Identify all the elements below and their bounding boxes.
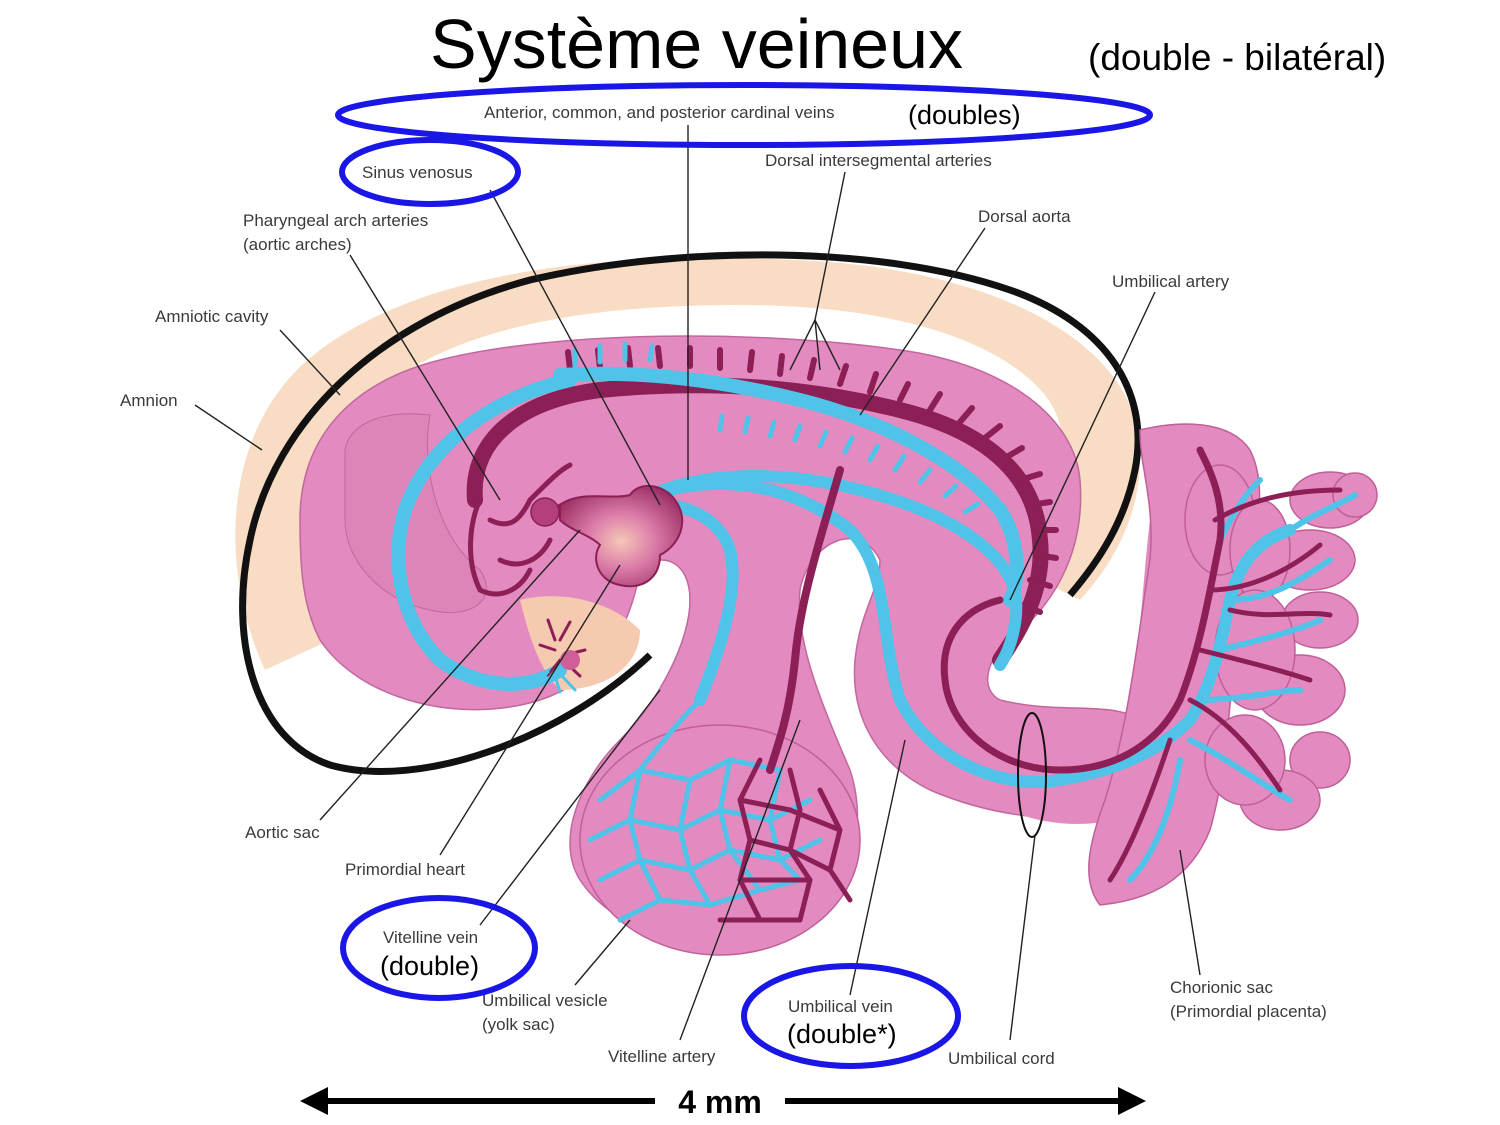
label-dorsal-aorta: Dorsal aorta [978, 207, 1071, 226]
label-pharyngeal-arch-arteries: Pharyngeal arch arteries [243, 211, 428, 230]
label-umbilical-cord: Umbilical cord [948, 1049, 1055, 1068]
yolk-sac-vein-network [587, 697, 823, 923]
cardinal-veins [391, 341, 1024, 691]
umbilical-vesicle [579, 724, 861, 956]
umbilical-vein-vessel [644, 478, 1296, 788]
label-sinus-venosus: Sinus venosus [362, 163, 473, 182]
label-aortic-sac: Aortic sac [245, 823, 320, 842]
head-fold [344, 413, 487, 614]
label-chorionic-sac: Chorionic sac [1170, 978, 1273, 997]
pericardial-fold [520, 596, 640, 690]
label-amniotic-cavity: Amniotic cavity [155, 307, 269, 326]
placental-veins [1127, 477, 1358, 883]
note-doubles: (doubles) [908, 100, 1021, 130]
umbilical-artery-vessel [940, 446, 1225, 774]
title-main: Système veineux [430, 5, 963, 83]
label-dorsal-intersegmental-arteries: Dorsal intersegmental arteries [765, 151, 992, 170]
placental-arteries [1107, 487, 1343, 883]
scale-bar: 4 mm [300, 1084, 1146, 1120]
label-cardinal-veins: Anterior, common, and posterior cardinal… [484, 103, 835, 122]
note-umbilical-double: (double*) [787, 1019, 897, 1049]
label-primordial-heart: Primordial heart [345, 860, 465, 879]
dorsal-aorta [466, 345, 1059, 668]
label-umbilical-artery: Umbilical artery [1112, 272, 1230, 291]
highlight-vitelline-vein [340, 895, 538, 1001]
vitelline-artery-vessel [766, 466, 844, 774]
umbilical-cord-ring [1017, 712, 1047, 838]
amnion-outer-line [239, 251, 1142, 775]
label-umbilical-vesicle: Umbilical vesicle [482, 991, 608, 1010]
highlight-sinus-venosus [339, 137, 521, 207]
primordial-heart-shape [559, 485, 684, 588]
label-umbilical-vein: Umbilical vein [788, 997, 893, 1016]
aortic-sac-shape [530, 497, 560, 527]
note-vitelline-double: (double) [380, 951, 479, 981]
label-yolk-sac: (yolk sac) [482, 1015, 555, 1034]
yolk-sac-artery-network [717, 757, 853, 923]
label-aortic-arches: (aortic arches) [243, 235, 352, 254]
highlight-cardinal-veins [335, 82, 1153, 148]
label-vitelline-vein: Vitelline vein [383, 928, 478, 947]
highlight-umbilical-vein [741, 963, 961, 1069]
title-sub: (double - bilatéral) [1088, 37, 1386, 78]
scale-bar-label: 4 mm [678, 1084, 762, 1120]
head-plexus [533, 618, 587, 694]
leader-lines [194, 125, 1201, 1041]
label-amnion: Amnion [120, 391, 178, 410]
vitelline-vein-vessel [654, 499, 739, 706]
label-vitelline-artery: Vitelline artery [608, 1047, 716, 1066]
label-primordial-placenta: (Primordial placenta) [1170, 1002, 1327, 1021]
